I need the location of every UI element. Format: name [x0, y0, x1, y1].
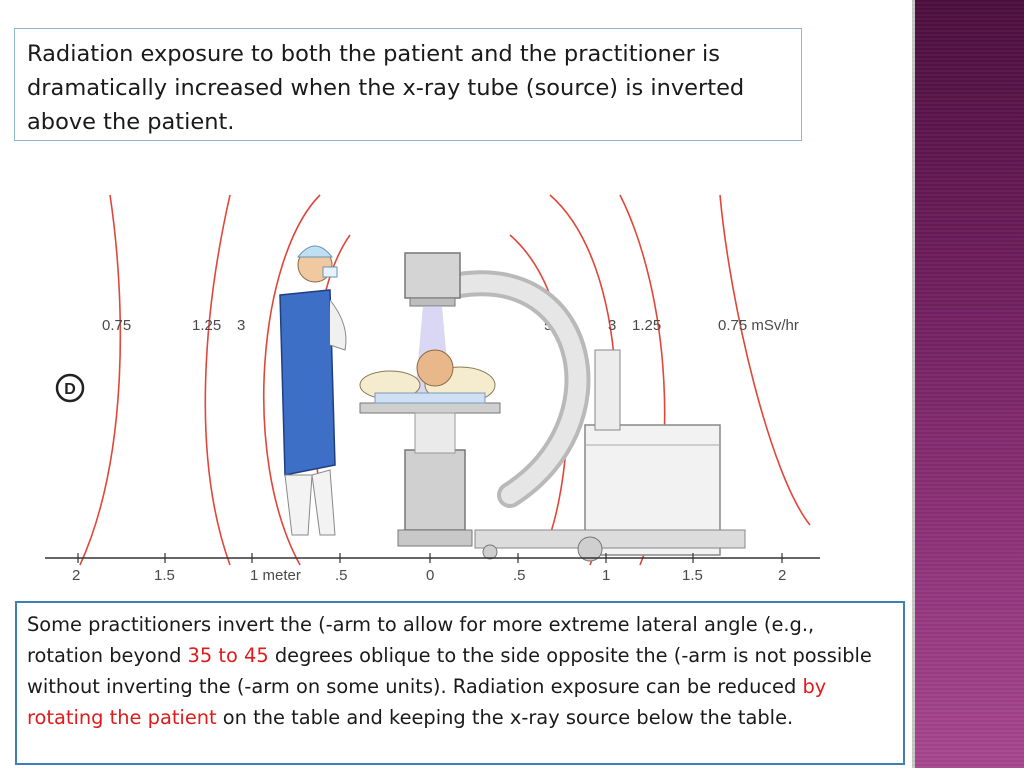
image-detector [404, 449, 466, 531]
practitioner [279, 245, 347, 536]
distance-label: 2 [72, 567, 80, 584]
highlight-angle: 35 to 45 [187, 644, 269, 667]
distance-label: 1.5 [154, 567, 175, 584]
distance-label: 1 meter [250, 567, 301, 584]
bottom-text-part1: Some practitioners invert the (-arm to a… [27, 613, 815, 667]
contour-right-075 [719, 194, 811, 526]
patient-table [359, 402, 501, 454]
dose-label: 1.25 [632, 317, 661, 334]
top-text-box: Radiation exposure to both the patient a… [14, 28, 802, 141]
dose-label: 0.75 [102, 317, 131, 334]
distance-label: 0 [426, 567, 434, 584]
distance-label: 1.5 [682, 567, 703, 584]
contour-left-075 [79, 194, 122, 566]
highlight-rotation: by rotating the patient [27, 675, 827, 729]
distance-label: .5 [335, 567, 348, 584]
patient [359, 349, 496, 404]
bottom-text: Some practitioners invert the (-arm to a… [27, 609, 893, 733]
distance-label: 1 [602, 567, 610, 584]
dose-label: 3 [237, 317, 245, 334]
panel-letter: D [64, 381, 76, 398]
distance-label: 2 [778, 567, 786, 584]
decorative-side-panel [912, 0, 1024, 768]
c-arm-unit [397, 252, 746, 562]
radiation-exposure-diagram: 0.75 1.25 3 5 5 3 1.25 0.75 mSv/hr D [45, 194, 820, 584]
c-arm-base [474, 529, 746, 549]
dose-labels: 0.75 1.25 3 5 5 3 1.25 0.75 mSv/hr [102, 317, 799, 334]
bottom-text-part3: on the table and keeping the x-ray sourc… [216, 706, 794, 729]
top-text: Radiation exposure to both the patient a… [27, 41, 745, 135]
bottom-text-part2: degrees oblique to the side opposite the… [27, 644, 872, 698]
distance-axis: 2 1.5 1 meter .5 0 .5 1 1.5 2 [45, 553, 820, 584]
dose-label: 0.75 mSv/hr [718, 317, 799, 334]
xray-tube [404, 252, 461, 299]
dose-label: 3 [608, 317, 616, 334]
contour-left-125 [204, 194, 231, 566]
contour-left-3 [262, 194, 321, 566]
distance-label: .5 [513, 567, 526, 584]
table-top [359, 402, 501, 414]
side-panel-texture [912, 0, 1024, 768]
lead-apron [279, 289, 336, 476]
panel-letter-badge: D [55, 373, 85, 403]
bottom-text-box: Some practitioners invert the (-arm to a… [15, 601, 905, 765]
dose-label: 1.25 [192, 317, 221, 334]
